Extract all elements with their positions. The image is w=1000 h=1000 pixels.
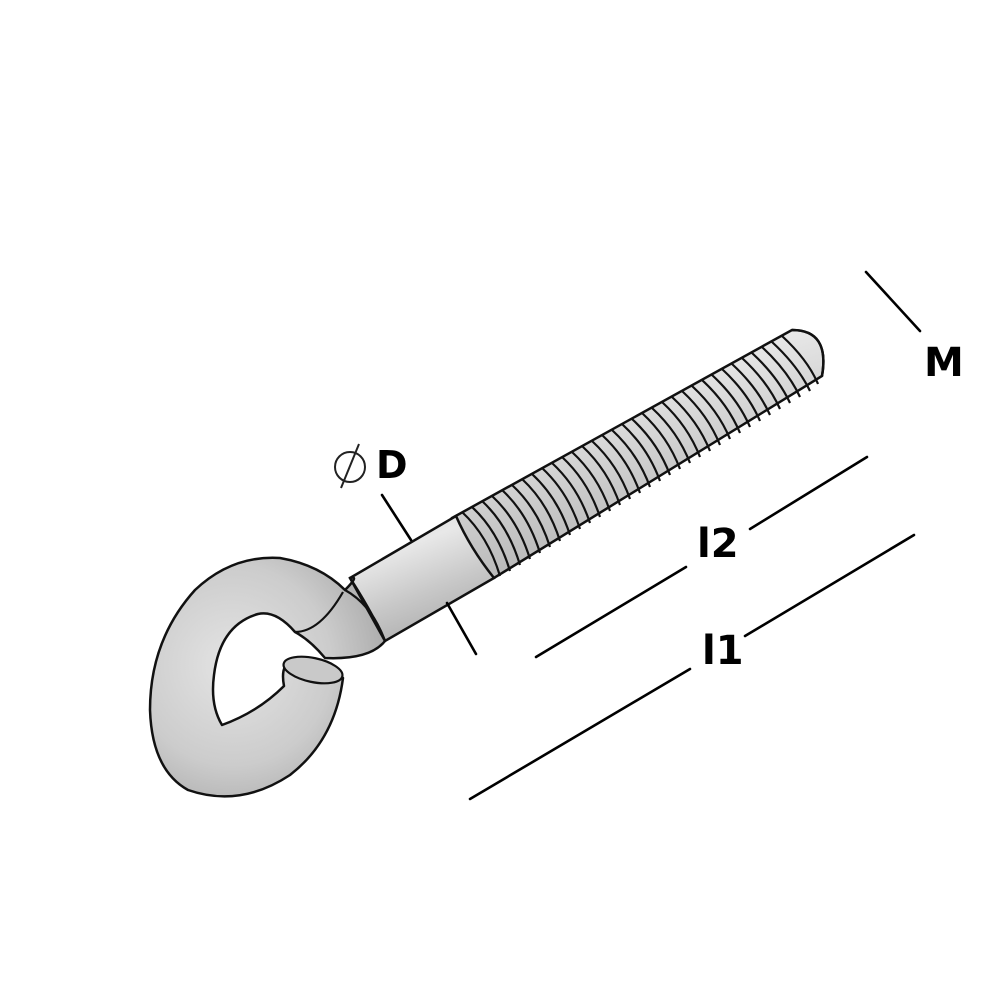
thread-length-label: l2	[697, 521, 739, 567]
diameter-leader-line-lower	[445, 601, 478, 656]
hook-eye	[148, 556, 387, 798]
l2-line-left	[534, 565, 688, 659]
l1-line-right	[743, 533, 916, 638]
thread-leader-line	[864, 270, 922, 333]
l1-line-left	[468, 667, 692, 801]
diameter-leader-line-upper	[380, 493, 413, 542]
total-length-label: l1	[702, 628, 744, 674]
diameter-label: D	[376, 443, 408, 487]
diameter-symbol-icon	[334, 443, 366, 489]
thread-size-label: M	[924, 340, 964, 386]
l2-line-right	[748, 455, 869, 531]
dimension-lines	[380, 270, 922, 801]
threaded-shank	[450, 328, 825, 580]
